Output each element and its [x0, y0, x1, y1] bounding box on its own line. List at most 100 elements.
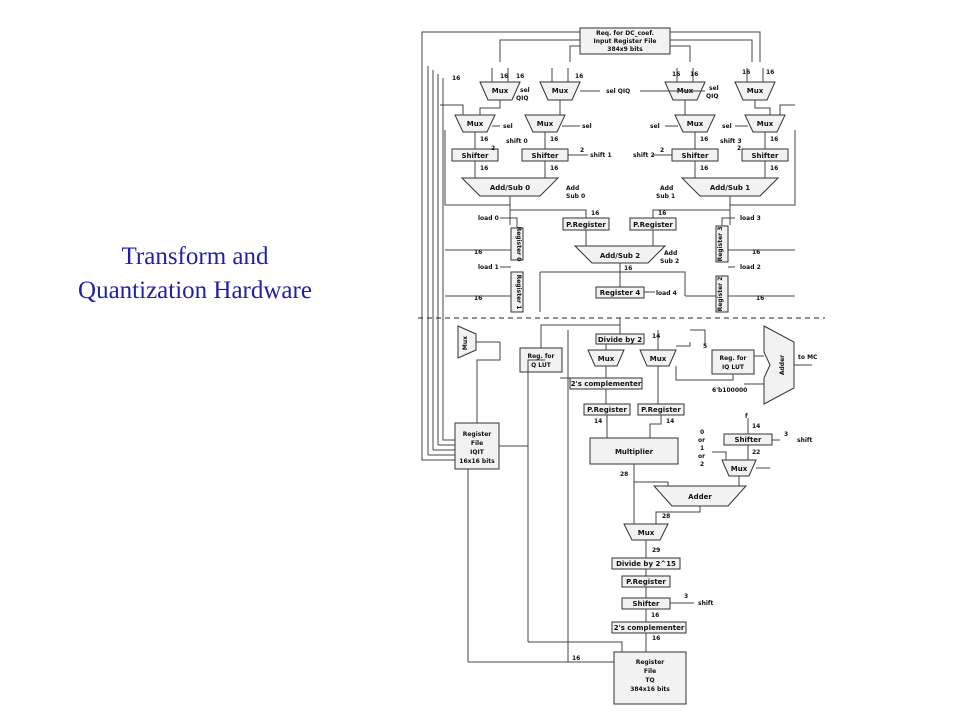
rf-to-line-4: 384x16 bits: [630, 686, 670, 693]
q-mux-right: [639, 349, 677, 367]
preg-label: P.Register: [566, 221, 606, 229]
width-16: 16: [474, 295, 482, 302]
sel-qiq-label: QIQ: [516, 95, 528, 102]
shifter-label: Shifter: [751, 152, 779, 160]
width-14: 14: [752, 423, 760, 430]
reg0-label: Register 0: [515, 227, 522, 262]
sel-label: sel: [650, 123, 660, 130]
divide215-label: Divide by 2^15: [616, 560, 676, 568]
width-2: 2: [580, 147, 584, 154]
width-16: 16: [572, 655, 580, 662]
register-1: Register 1: [510, 271, 524, 313]
load3-label: load 3: [740, 215, 761, 222]
shift-label: shift: [797, 437, 813, 444]
shifter-label: Shifter: [681, 152, 709, 160]
regiq-line-1: Reg. for: [719, 355, 746, 362]
width-14: 14: [666, 418, 674, 425]
shift0-label: shift 0: [506, 138, 528, 145]
sel-label: sel: [722, 123, 732, 130]
q-adder: [652, 485, 748, 507]
mux-label: Mux: [731, 465, 748, 473]
to-mc-label: to MC: [798, 354, 818, 361]
rf-iqit-line-1: Register: [463, 431, 492, 438]
p-registers-mid: P.Register P.Register: [562, 217, 677, 231]
shift1-label: shift 1: [590, 152, 612, 159]
addsub1-ctrl: Sub 1: [656, 193, 675, 200]
width-16: 16: [658, 210, 666, 217]
shift2-label: shift 2: [633, 152, 655, 159]
mux-label: Mux: [687, 120, 704, 128]
shifter-label: Shifter: [632, 600, 660, 608]
width-16: 16: [651, 612, 659, 619]
q-adder-label: Adder: [688, 493, 712, 501]
width-29: 29: [652, 547, 660, 554]
shift-mux: [721, 459, 757, 477]
multiplier-label: Multiplier: [615, 448, 654, 456]
reg2-label: Register 2: [717, 277, 724, 312]
width-16: 16: [756, 295, 764, 302]
f-label: f: [745, 413, 748, 420]
width-28: 28: [662, 513, 670, 520]
rf-to-line-1: Register: [636, 659, 665, 666]
load4-label: load 4: [656, 290, 677, 297]
rf-iqit-line-3: IQIT: [470, 449, 485, 456]
width-16: 16: [516, 73, 524, 80]
width-16: 16: [742, 69, 750, 76]
register-0: Register 0: [510, 227, 524, 262]
addsub2-block: [573, 245, 667, 264]
addsub1-ctrl: Add: [660, 185, 673, 192]
width-16: 16: [690, 71, 698, 78]
preg-label: P.Register: [587, 406, 627, 414]
addsub2-ctrl: Add: [664, 250, 677, 257]
mux-label: Mux: [638, 529, 655, 537]
or-or: or: [698, 453, 705, 460]
shifter-label: Shifter: [734, 436, 762, 444]
left-mux: [457, 325, 477, 359]
width-5: 5: [703, 343, 707, 350]
width-16: 16: [770, 165, 778, 172]
or-0: 0: [700, 429, 704, 436]
sel-label: sel: [582, 123, 592, 130]
width-2: 2: [660, 147, 664, 154]
width-16: 16: [480, 136, 488, 143]
register-file-tq: Register File TQ 384x16 bits: [613, 651, 687, 705]
mux-label: Mux: [492, 87, 509, 95]
register-3: Register 3: [715, 225, 729, 263]
regq-line-1: Reg. for: [527, 353, 554, 360]
divide2-label: Divide by 2: [598, 336, 642, 344]
register-file-iqit: Register File IQIT 16x16 bits: [454, 422, 500, 470]
title-line-1: Transform and: [121, 243, 269, 270]
preg-label: P.Register: [641, 406, 681, 414]
const-label: 6'b100000: [712, 387, 747, 394]
width-16: 16: [624, 265, 632, 272]
width-3: 3: [684, 593, 688, 600]
sel-label: sel: [503, 123, 513, 130]
width-16: 16: [672, 71, 680, 78]
input-rf-line-2: Input Register File: [594, 38, 657, 45]
reg4-label: Register 4: [600, 289, 641, 297]
width-2: 2: [737, 145, 741, 152]
reg-iq-lut: Reg. for IQ LUT: [711, 349, 755, 375]
width-16: 16: [700, 136, 708, 143]
width-16: 16: [766, 69, 774, 76]
left-mux-label: Mux: [462, 336, 469, 350]
mux-label: Mux: [757, 120, 774, 128]
lut-adder-label: Adder: [779, 355, 786, 375]
width-16: 16: [500, 73, 508, 80]
reg1-label: Register 1: [515, 275, 522, 310]
register-2: Register 2: [715, 275, 729, 313]
width-28: 28: [620, 471, 628, 478]
width-16: 16: [591, 210, 599, 217]
rf-iqit-line-2: File: [471, 440, 483, 447]
width-2: 2: [491, 145, 495, 152]
addsub0-label: Add/Sub 0: [490, 184, 530, 192]
width-16: 16: [550, 136, 558, 143]
width-16: 16: [700, 165, 708, 172]
sel-qiq-mid-label: sel QIQ: [606, 88, 630, 95]
addsub0-ctrl: Sub 0: [566, 193, 585, 200]
addsub2-label: Add/Sub 2: [600, 252, 640, 260]
twos-label: 2's complementer: [571, 380, 642, 388]
width-14: 14: [594, 418, 602, 425]
mux-label: Mux: [537, 120, 554, 128]
